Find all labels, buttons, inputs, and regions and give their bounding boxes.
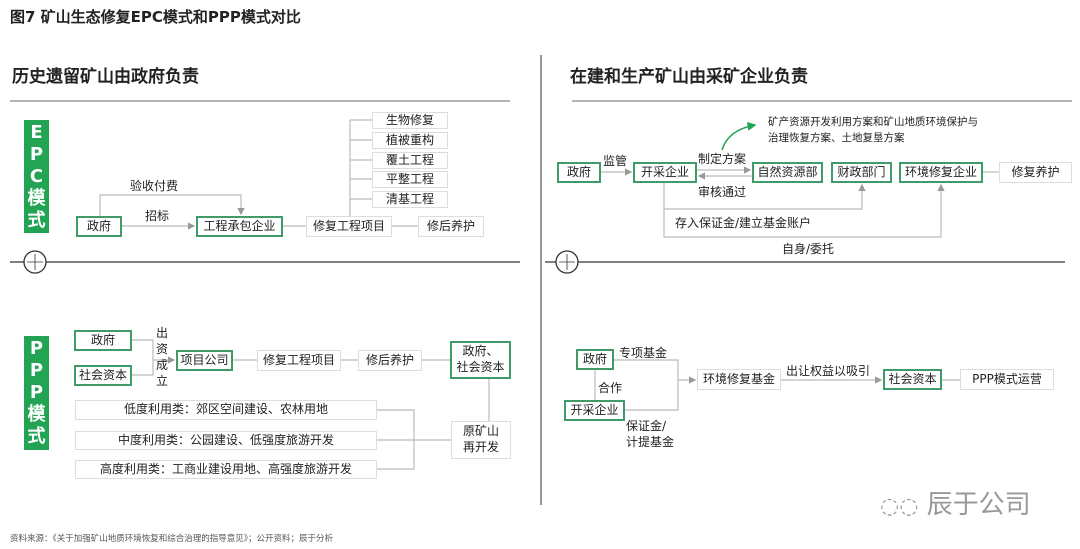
env-fund-box: 环境修复基金 (697, 369, 781, 390)
approve-label: 审核通过 (698, 185, 747, 199)
plan-label: 制定方案 (698, 152, 747, 166)
ppp-project-box: 修复工程项目 (257, 350, 341, 371)
r-ppp-gov-box: 政府 (576, 349, 614, 370)
r-ppp-miner-box: 开采企业 (564, 400, 625, 421)
epc-item-box: 清基工程 (372, 191, 448, 208)
epc-item-box: 植被重构 (372, 132, 448, 149)
deposit-label: 存入保证金/建立基金账户 (675, 216, 812, 230)
green-arrow (721, 121, 757, 151)
transfer-label: 出让权益以吸引 (786, 364, 871, 378)
plan-note-line1: 矿产资源开发利用方案和矿山地质环境保护与 (768, 116, 978, 128)
wechat-icon: ◌◌ (880, 494, 919, 519)
epc-contractor-box: 工程承包企业 (196, 216, 283, 237)
ppp-gov-box: 政府 (74, 330, 132, 351)
left-header: 历史遗留矿山由政府负责 (12, 67, 199, 87)
high-use-box: 高度利用类：工商业建设用地、高强度旅游开发 (75, 460, 377, 479)
fund-establish-label: 出资成立 (156, 326, 169, 388)
r-epc-maintain-box: 修复养护 (999, 162, 1072, 183)
epc-item-box: 生物修复 (372, 112, 448, 129)
natural-resources-box: 自然资源部 (752, 162, 823, 183)
spv-box: 项目公司 (176, 350, 233, 371)
redevelop-box: 原矿山再开发 (451, 421, 511, 459)
ppp-maintain-box: 修后养护 (358, 350, 422, 371)
r-epc-gov-box: 政府 (557, 162, 601, 183)
right-header: 在建和生产矿山由采矿企业负责 (570, 67, 808, 87)
env-repair-co-box: 环境修复企业 (899, 162, 983, 183)
accept-pay-label: 验收付费 (130, 179, 179, 193)
watermark: ◌◌ 辰于公司 (880, 490, 1031, 520)
figure-title: 图7 矿山生态修复EPC模式和PPP模式对比 (10, 8, 301, 26)
self-entrust-label: 自身/委托 (782, 242, 835, 256)
ppp-operation-box: PPP模式运营 (960, 369, 1054, 390)
epc-gov-box: 政府 (76, 216, 122, 237)
gov-capital-box: 政府、社会资本 (450, 341, 511, 379)
finance-dept-box: 财政部门 (831, 162, 892, 183)
ppp-capital-box: 社会资本 (74, 365, 132, 386)
epc-maintain-box: 修后养护 (418, 216, 484, 237)
cooperate-label: 合作 (598, 381, 623, 395)
low-use-box: 低度利用类：郊区空间建设、农林用地 (75, 400, 377, 420)
bid-label: 招标 (145, 209, 170, 223)
epc-project-box: 修复工程项目 (306, 216, 392, 237)
r-epc-miner-box: 开采企业 (633, 162, 697, 183)
supervise-label: 监管 (603, 154, 628, 168)
epc-item-box: 平整工程 (372, 171, 448, 188)
epc-item-box: 覆土工程 (372, 152, 448, 169)
mid-use-box: 中度利用类：公园建设、低强度旅游开发 (75, 431, 377, 450)
deposit-fund-label: 保证金/计提基金 (626, 419, 675, 449)
r-ppp-capital-box: 社会资本 (883, 369, 942, 390)
plan-note-line2: 治理恢复方案、土地复垦方案 (768, 132, 905, 144)
special-fund-label: 专项基金 (619, 346, 668, 360)
source-note: 资料来源：《关于加强矿山地质环境恢复和综合治理的指导意见》；公开资料；辰于分析 (10, 534, 334, 544)
